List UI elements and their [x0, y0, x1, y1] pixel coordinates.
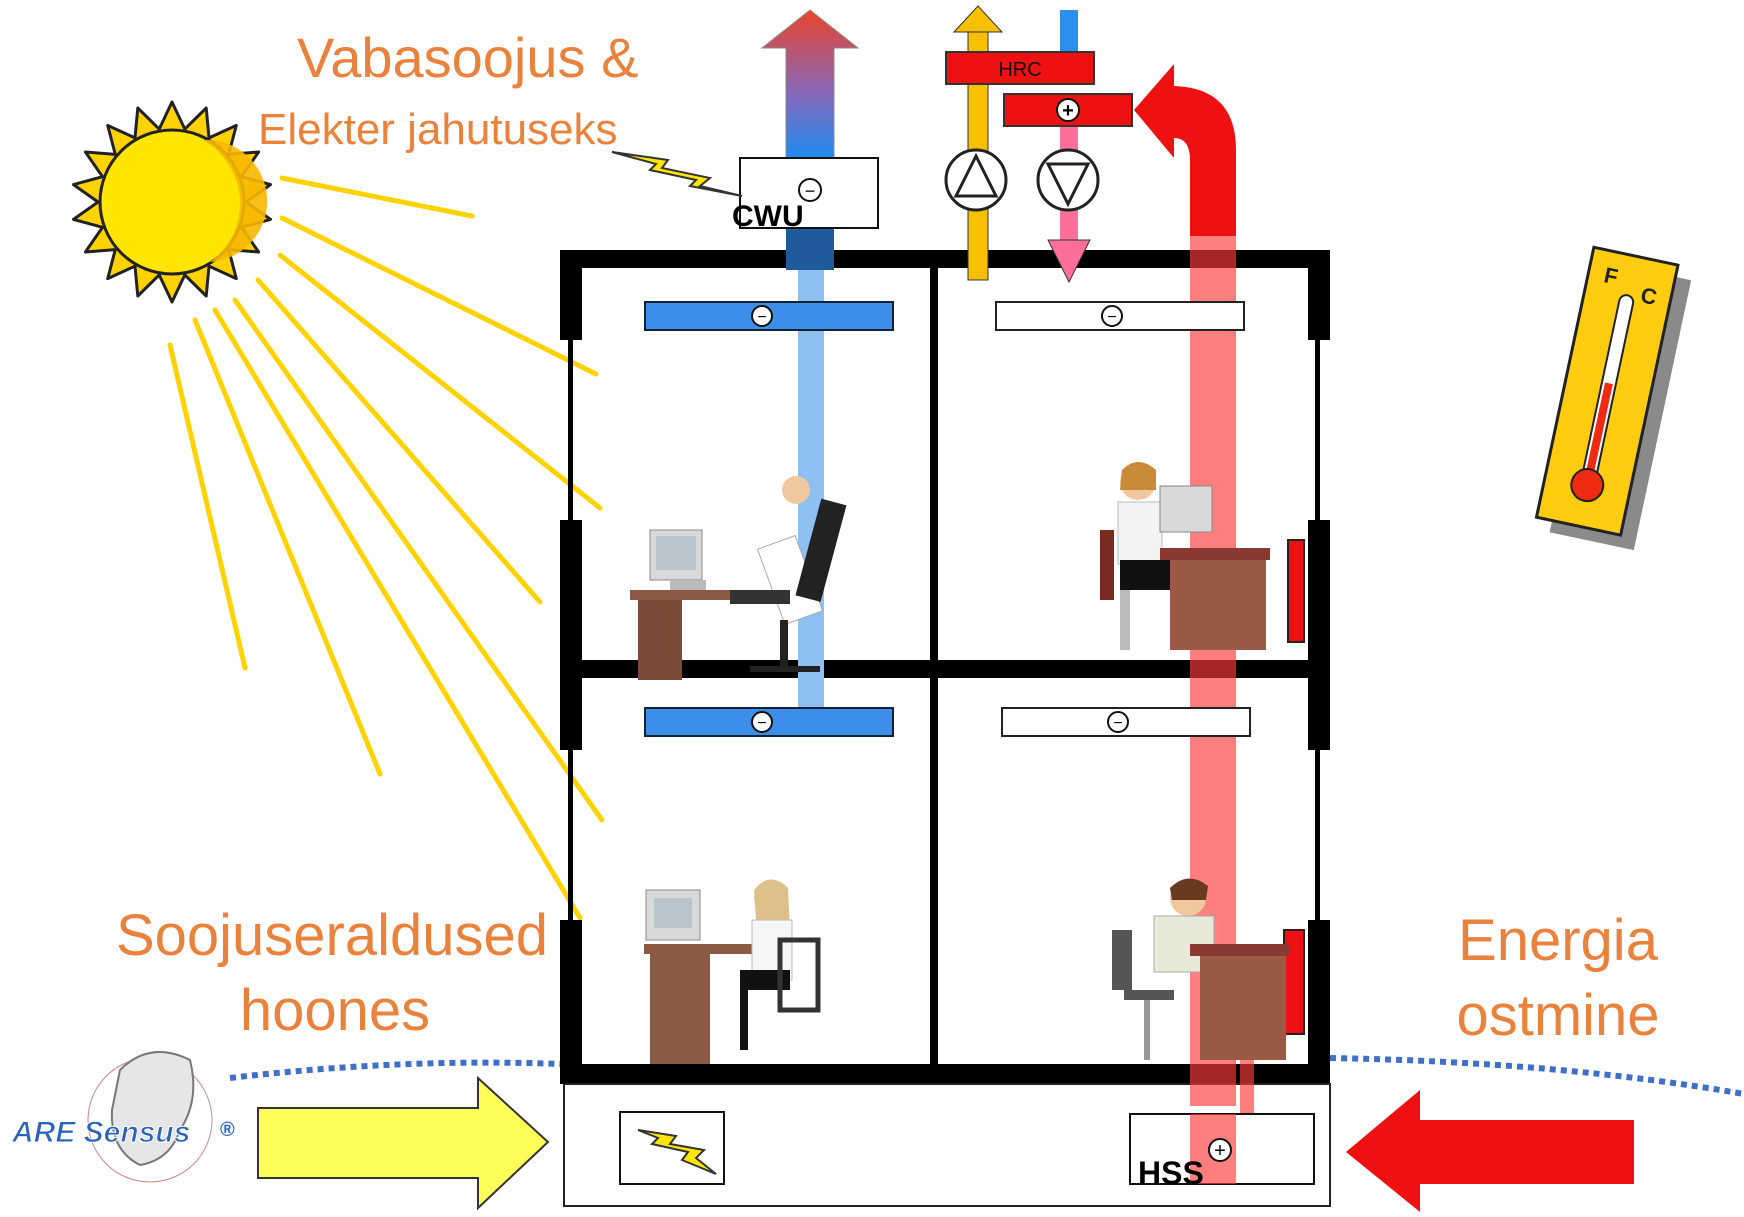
svg-text:−: − — [805, 181, 816, 201]
energy-purchase-title: Energia — [1458, 908, 1659, 973]
hrc-label: HRC — [998, 59, 1041, 81]
exhaust-air-arrow — [760, 9, 860, 159]
fan-exhaust-icon — [1036, 148, 1100, 212]
svg-text:−: − — [757, 715, 766, 732]
fan-supply-icon — [944, 148, 1008, 212]
minus-icon — [798, 178, 822, 202]
ground-dotted-line — [229, 1055, 1744, 1097]
celsius-label: C — [1638, 282, 1659, 310]
cooling-panel: − — [644, 707, 894, 737]
lightning-icon — [637, 1129, 717, 1175]
free-heat-title: Vabasoojus & — [297, 26, 638, 89]
cwu-pipe-joint — [786, 222, 834, 270]
sun-rays — [167, 175, 605, 921]
svg-text:−: − — [1107, 309, 1116, 326]
cwu-unit: − CWU — [732, 157, 879, 233]
energy-purchase-subtitle: ostmine — [1456, 983, 1659, 1048]
thermometer-icon: F C — [1534, 245, 1692, 551]
svg-text:+: + — [1062, 100, 1074, 122]
internal-gains-subtitle: hoones — [240, 978, 430, 1043]
plus-icon — [1056, 98, 1080, 122]
cooling-panel: − — [644, 301, 894, 331]
cooling-panel-inactive: − — [995, 301, 1245, 331]
cwu-label: CWU — [732, 200, 804, 233]
internal-gains-title: Soojuseraldused — [116, 903, 548, 968]
energy-purchase-arrow — [1346, 1090, 1634, 1212]
fahrenheit-label: F — [1602, 262, 1620, 289]
are-sensus-logo: ARE Sensus ® — [11, 1051, 235, 1183]
hrc-unit — [945, 51, 1095, 85]
svg-text:−: − — [1113, 715, 1122, 732]
office-worker-icon — [644, 879, 821, 1064]
hss-label: HSS — [1138, 1155, 1204, 1191]
sun-icon — [72, 100, 272, 304]
office-worker-icon — [1100, 462, 1270, 650]
plus-icon — [1208, 1138, 1232, 1162]
lightning-icon — [611, 151, 743, 197]
supply-air-duct — [952, 5, 1004, 281]
electric-supply-box — [619, 1111, 725, 1185]
office-worker-icon — [1112, 878, 1290, 1060]
logo-registered: ® — [220, 1119, 235, 1141]
svg-text:−: − — [757, 309, 766, 326]
hss-unit: + HSS — [1129, 1113, 1315, 1191]
svg-text:+: + — [1214, 1140, 1226, 1162]
return-air-duct — [1047, 10, 1091, 284]
internal-gains-arrow — [257, 1075, 550, 1211]
radiator — [1287, 539, 1305, 643]
office-worker-icon — [630, 476, 847, 680]
cooling-panel-inactive: − — [1001, 707, 1251, 737]
logo-text: ARE Sensus — [11, 1116, 190, 1149]
free-heat-subtitle: Elekter jahutuseks — [258, 105, 618, 154]
